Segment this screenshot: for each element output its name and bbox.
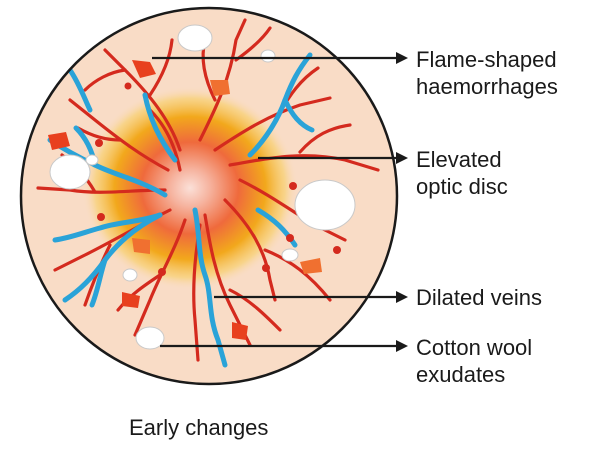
label-flame-shaped-haemorrhages: Flame-shaped haemorrhages xyxy=(416,46,558,100)
label-line: Cotton wool xyxy=(416,335,533,360)
figure-caption: Early changes xyxy=(129,415,269,440)
label-line: Dilated veins xyxy=(416,285,542,310)
label-line: optic disc xyxy=(416,174,508,199)
label-dilated-veins: Dilated veins xyxy=(416,284,542,311)
flame-haemorrhages xyxy=(48,60,322,340)
label-line: exudates xyxy=(416,362,506,387)
label-cotton-wool-exudates: Cotton wool exudates xyxy=(416,334,532,388)
label-elevated-optic-disc: Elevated optic disc xyxy=(416,146,508,200)
veins xyxy=(47,52,315,368)
fundus-outline xyxy=(19,6,399,386)
leader-arrows xyxy=(152,52,408,352)
label-line: haemorrhages xyxy=(416,74,558,99)
haemorrhage-dots xyxy=(95,82,341,276)
label-line: Elevated xyxy=(416,147,502,172)
label-line: Flame-shaped xyxy=(416,47,557,72)
arteries xyxy=(36,18,380,362)
cotton-wool-exudates xyxy=(49,24,356,350)
